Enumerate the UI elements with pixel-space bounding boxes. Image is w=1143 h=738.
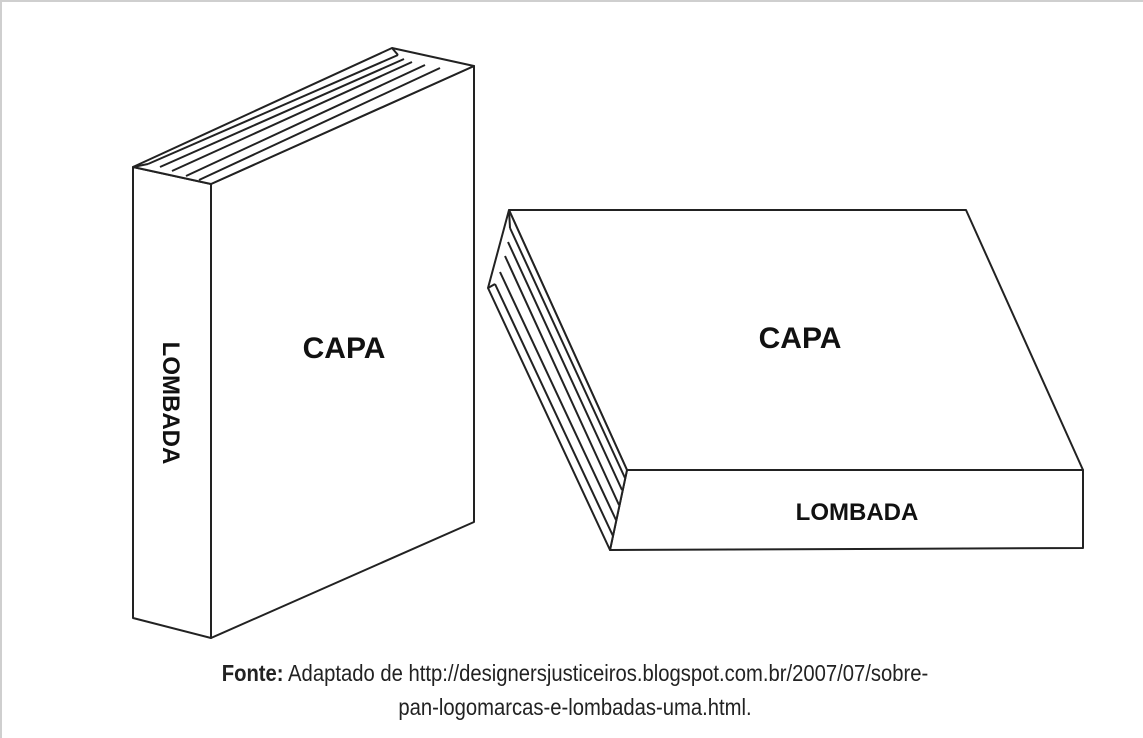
caption-line-1: Fonte: Adaptado de http://designersjusti… <box>104 656 1046 690</box>
books-diagram: CAPA LOMBADA CAPA LOMBADA <box>132 47 1084 639</box>
flat-cover-label: CAPA <box>759 322 842 355</box>
upright-spine-label: LOMBADA <box>157 342 184 465</box>
caption-line-2: pan-logomarcas-e-lombadas-uma.html. <box>398 694 752 720</box>
upright-cover-label: CAPA <box>303 332 386 365</box>
flat-spine-label: LOMBADA <box>796 499 919 526</box>
upright-book-page-lines <box>132 47 441 181</box>
source-caption: Fonte: Adaptado de http://designersjusti… <box>104 656 1046 724</box>
caption-text-1: Adaptado de http://designersjusticeiros.… <box>283 660 929 686</box>
flat-book-page-lines <box>487 209 626 537</box>
caption-source-label: Fonte: <box>221 660 284 686</box>
upright-book <box>132 47 475 639</box>
flat-book <box>487 209 1084 551</box>
